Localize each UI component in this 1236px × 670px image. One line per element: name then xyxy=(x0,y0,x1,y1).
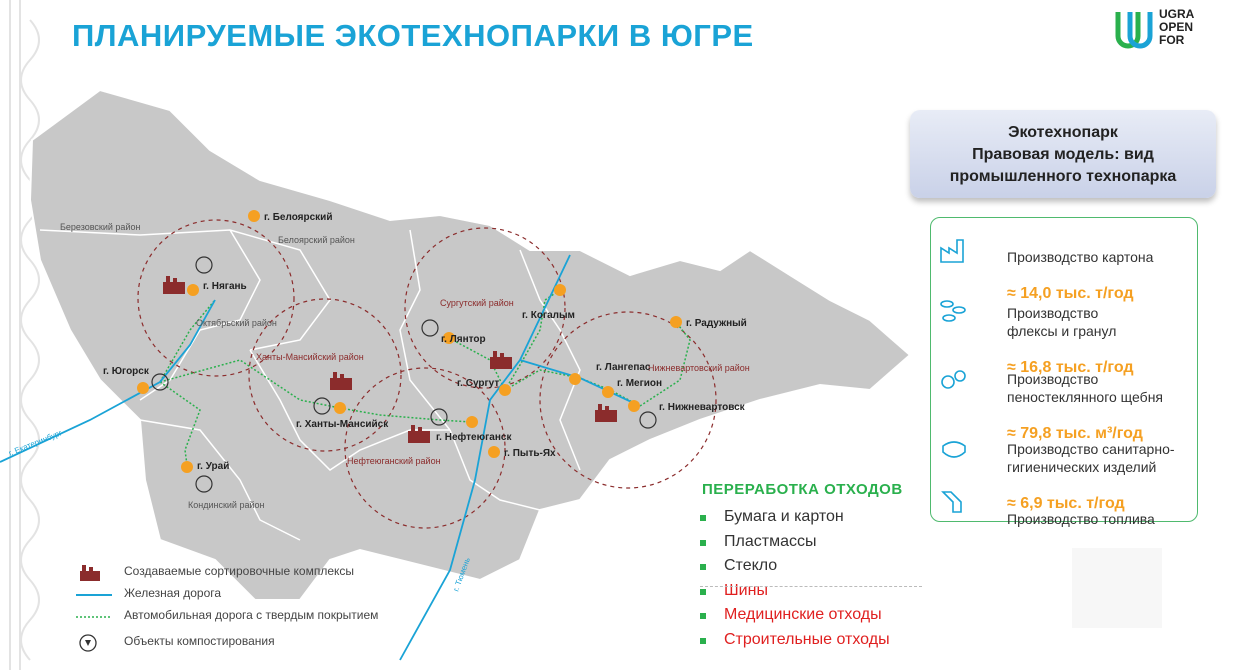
road-line-icon xyxy=(76,616,112,618)
ugra-logo-icon xyxy=(1115,12,1153,49)
service-area-circle xyxy=(344,367,506,529)
compost-icon xyxy=(639,411,657,429)
compost-icon xyxy=(151,373,169,391)
district-label: Нефтеюганский район xyxy=(347,456,441,466)
district-label: Белоярский район xyxy=(278,235,355,245)
city-label: г. Мегион xyxy=(617,378,662,389)
compost-icon xyxy=(195,256,213,274)
city-dot xyxy=(187,284,199,296)
city-label: г. Когалым xyxy=(522,310,575,321)
factory-icon xyxy=(408,425,430,443)
compost-icon xyxy=(79,634,97,652)
railway-line-icon xyxy=(76,594,112,596)
production-item: Производство санитарно- гигиенических из… xyxy=(931,422,1197,512)
production-label: Производство флексы и гранул xyxy=(1007,305,1117,339)
city-label: г. Ханты-Мансийск xyxy=(296,419,389,430)
decorative-pattern xyxy=(9,0,40,670)
city-label: г. Лянтор xyxy=(441,334,486,345)
city-dot xyxy=(499,384,511,396)
city-dot xyxy=(466,416,478,428)
district-label: Кондинский район xyxy=(188,500,265,510)
city-dot xyxy=(488,446,500,458)
city-dot xyxy=(181,461,193,473)
logo-text: UGRA OPEN FOR xyxy=(1159,7,1195,47)
mask-icon xyxy=(942,441,966,458)
factory-icon-group xyxy=(163,276,617,443)
waste-item: Пластмассы xyxy=(700,533,890,558)
waste-item: Стекло xyxy=(700,557,890,582)
factory-icon xyxy=(163,276,185,294)
city-dot xyxy=(554,284,566,296)
fuel-nozzle-icon xyxy=(941,491,962,513)
district-label: Ханты-Мансийский район xyxy=(256,352,364,362)
production-value: ≈ 16,8 тыс. т/год xyxy=(1007,359,1134,376)
city-label: г. Югорск xyxy=(103,366,150,377)
stones-icon xyxy=(941,370,966,389)
city-dot xyxy=(628,400,640,412)
city-dot xyxy=(443,332,455,344)
city-label: г. Белоярский xyxy=(264,212,332,223)
waste-item: Медицинские отходы xyxy=(700,606,890,631)
factory-icon xyxy=(80,565,100,581)
city-label: г. Урай xyxy=(197,461,229,472)
service-area-circle xyxy=(404,227,566,389)
production-label: Производство картона xyxy=(1007,249,1154,265)
divider xyxy=(700,586,922,587)
waste-item: Бумага и картон xyxy=(700,508,890,533)
factory-icon xyxy=(595,404,617,422)
production-label: Производство пеностеклянного щебня xyxy=(1007,371,1164,405)
compost-icon xyxy=(430,408,448,426)
compost-icon xyxy=(195,475,213,493)
service-area-circle xyxy=(539,311,717,489)
city-dot xyxy=(248,210,260,222)
production-item: Производство картона ≈ 14,0 тыс. т/год xyxy=(931,226,1197,302)
city-label: г. Сургут xyxy=(457,378,499,389)
city-dot xyxy=(670,316,682,328)
flakes-icon xyxy=(940,300,966,322)
waste-item: Строительные отходы xyxy=(700,631,890,656)
city-label: г. Нижневартовск xyxy=(659,402,746,413)
district-label: Нижневартовский район xyxy=(648,363,750,373)
region-map: Березовский район Белоярский район Октяб… xyxy=(0,88,912,661)
city-label: г. Пыть-Ях xyxy=(504,448,556,459)
city-label: г. Нефтеюганск xyxy=(436,431,512,443)
rail-direction-label: г. Екатеринбург xyxy=(7,428,63,458)
compost-icon xyxy=(313,397,331,415)
factory-icon xyxy=(490,351,512,369)
city-label: г. Нягань xyxy=(203,281,247,292)
compost-icon xyxy=(421,319,439,337)
production-item: Производство флексы и гранул ≈ 16,8 тыс.… xyxy=(931,284,1197,376)
page-title: ПЛАНИРУЕМЫЕ ЭКОТЕХНОПАРКИ В ЮГРЕ xyxy=(72,18,754,53)
city-dot xyxy=(334,402,346,414)
city-label: г. Лангепас xyxy=(596,362,651,373)
production-value: ≈ 79,8 тыс. м³/год xyxy=(1007,425,1143,442)
production-label: Производство санитарно- гигиенических из… xyxy=(1007,441,1175,475)
factory-outline-icon xyxy=(940,239,964,263)
factory-icon xyxy=(330,372,352,390)
ecotechnopark-header: Экотехнопарк Правовая модель: вид промыш… xyxy=(910,110,1216,198)
service-area-circle xyxy=(248,298,402,452)
city-label: г. Радужный xyxy=(686,318,747,329)
district-label: Березовский район xyxy=(60,222,140,232)
production-item: Производство пеностеклянного щебня ≈ 79,… xyxy=(931,352,1197,442)
blank-panel xyxy=(1072,548,1162,628)
city-dot xyxy=(569,373,581,385)
service-area-circle xyxy=(137,219,295,377)
production-value: ≈ 14,0 тыс. т/год xyxy=(1007,285,1134,302)
city-dot xyxy=(602,386,614,398)
waste-item: Шины xyxy=(700,582,890,607)
production-value: ≈ 6,9 тыс. т/год xyxy=(1007,495,1125,512)
district-label: Сургутский район xyxy=(440,298,514,308)
production-label: Производство топлива xyxy=(1007,511,1155,527)
city-dot xyxy=(137,382,149,394)
waste-title: ПЕРЕРАБОТКА ОТХОДОВ xyxy=(702,481,903,498)
production-item: Производство топлива xyxy=(931,484,1197,527)
waste-list: Бумага и картон Пластмассы Стекло Шины М… xyxy=(700,508,890,655)
district-label: Октябрьский район xyxy=(196,318,277,328)
production-list: Производство картона ≈ 14,0 тыс. т/год П… xyxy=(930,217,1198,527)
